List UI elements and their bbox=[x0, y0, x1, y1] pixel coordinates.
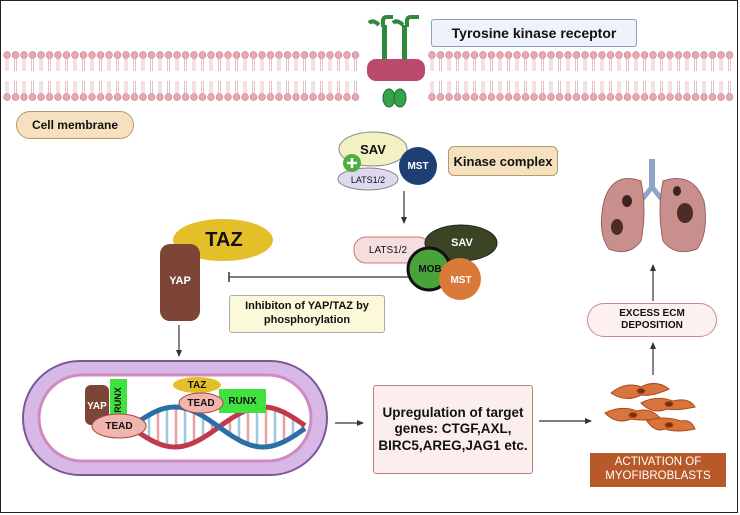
nuclear-factors bbox=[85, 377, 266, 439]
kinase-complex-top bbox=[337, 131, 437, 191]
taz-label: TAZ bbox=[205, 228, 243, 251]
tead-label-right: TEAD bbox=[187, 397, 215, 409]
sav-dark-label: SAV bbox=[451, 237, 473, 249]
myofibroblast-cells bbox=[604, 383, 696, 432]
tyrosine-kinase-receptor bbox=[367, 15, 425, 108]
upregulation-label: Upregulation of target genes: CTGF,AXL, … bbox=[373, 385, 533, 474]
runx-label-vertical: RUNX bbox=[113, 387, 123, 413]
yap-shape bbox=[160, 244, 200, 321]
inhibition-label: Inhibiton of YAP/TAZ by phosphorylation bbox=[229, 295, 385, 333]
mst-label: MST bbox=[407, 160, 429, 172]
dna-helix bbox=[129, 404, 307, 450]
mst-orange-label: MST bbox=[450, 274, 472, 286]
lats-label-top: LATS1/2 bbox=[350, 174, 386, 185]
yap-nuclear-label: YAP bbox=[87, 400, 107, 412]
taz-nuclear-label: TAZ bbox=[187, 379, 207, 391]
fibrotic-lungs bbox=[600, 159, 706, 253]
lats-mob-complex bbox=[353, 224, 498, 300]
sav-label: SAV bbox=[360, 141, 386, 157]
tead-label-left: TEAD bbox=[105, 420, 133, 432]
kinase-complex-label: Kinase complex bbox=[448, 146, 558, 176]
cell-membrane-bilayer bbox=[3, 51, 734, 101]
yap-label: YAP bbox=[169, 275, 191, 287]
myofibroblasts-label: ACTIVATION OF MYOFIBROBLASTS bbox=[590, 453, 726, 487]
ecm-label: EXCESS ECM DEPOSITION bbox=[587, 303, 717, 337]
mob-label: MOB bbox=[418, 263, 442, 275]
receptor-label: Tyrosine kinase receptor bbox=[431, 19, 637, 47]
runx-label-right: RUNX bbox=[228, 395, 257, 407]
lats-label: LATS1/2 bbox=[368, 244, 408, 256]
cell-membrane-label: Cell membrane bbox=[16, 111, 134, 139]
